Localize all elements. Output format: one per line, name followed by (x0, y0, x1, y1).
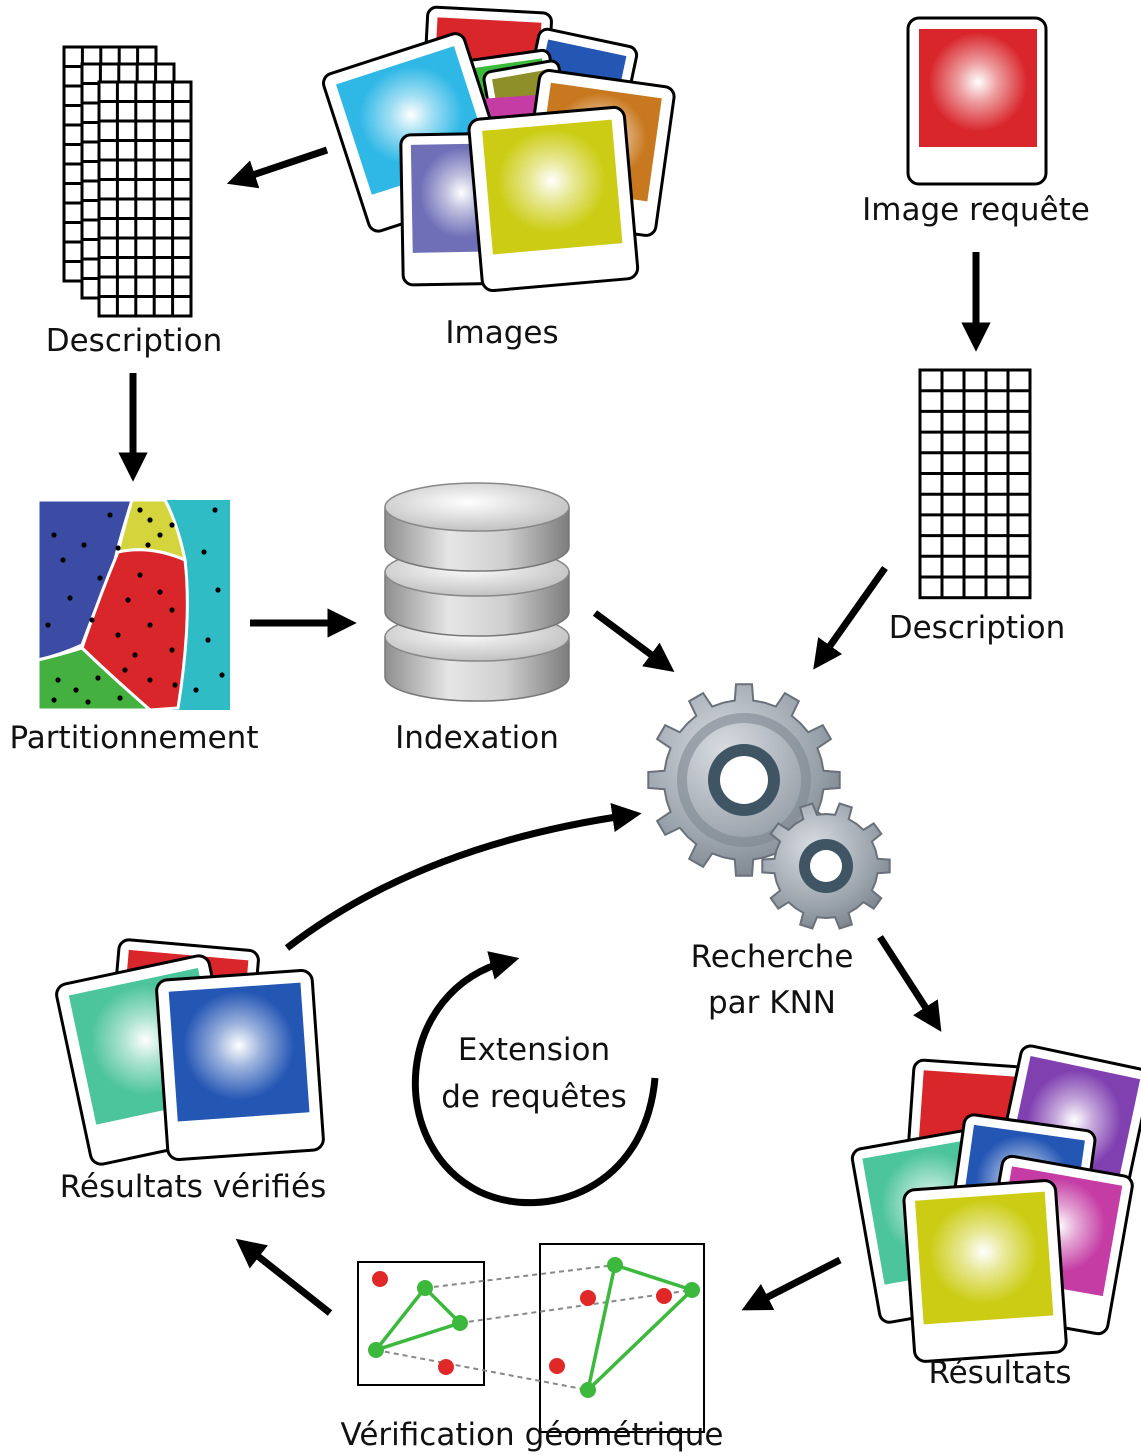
arrow-verified-results-to-search (284, 802, 642, 951)
description-grid-right (918, 368, 1032, 600)
arrow-query-expansion-loop (411, 951, 659, 1207)
geometric-verification-label: Vérification géométrique (341, 1417, 724, 1453)
knn-search-label-line1: Recherche (691, 939, 854, 975)
verified-results-label: Résultats vérifiés (60, 1169, 326, 1205)
image-query-label: Image requête (862, 192, 1090, 228)
gears-icon (647, 683, 891, 930)
partitioning-voronoi (36, 498, 230, 712)
results-label: Résultats (928, 1355, 1071, 1391)
arrow-description-to-search (813, 565, 888, 670)
verified-results-stack (55, 938, 325, 1166)
images-stack (322, 5, 676, 293)
verification-box-right (539, 1243, 705, 1433)
arrow-images-to-description (226, 146, 329, 189)
database-icon (384, 482, 570, 702)
knn-search-label-line2: par KNN (708, 985, 836, 1021)
partition-points (45, 507, 225, 705)
arrow-indexing-to-search (592, 610, 675, 673)
description-grid-stack (62, 45, 193, 318)
arrow-search-to-results (877, 935, 942, 1032)
match-lines (375, 1264, 693, 1391)
description-top-label: Description (46, 323, 223, 359)
query-expansion-label-line2: de requêtes (441, 1079, 627, 1115)
images-label: Images (445, 315, 558, 351)
geometric-verification (357, 1243, 705, 1433)
results-stack (850, 1044, 1141, 1363)
match-triangles (371, 1262, 696, 1396)
description-right-label: Description (889, 610, 1066, 646)
query-expansion-label-line1: Extension (458, 1032, 610, 1068)
arrow-verification-to-verified-results (235, 1238, 333, 1316)
outlier-points (372, 1271, 672, 1375)
arrows (118, 146, 991, 1316)
arrow-results-to-verification (741, 1256, 842, 1311)
indexing-label: Indexation (395, 720, 559, 756)
partitioning-label: Partitionnement (10, 720, 259, 756)
match-points (368, 1257, 700, 1398)
query-image (906, 16, 1048, 186)
